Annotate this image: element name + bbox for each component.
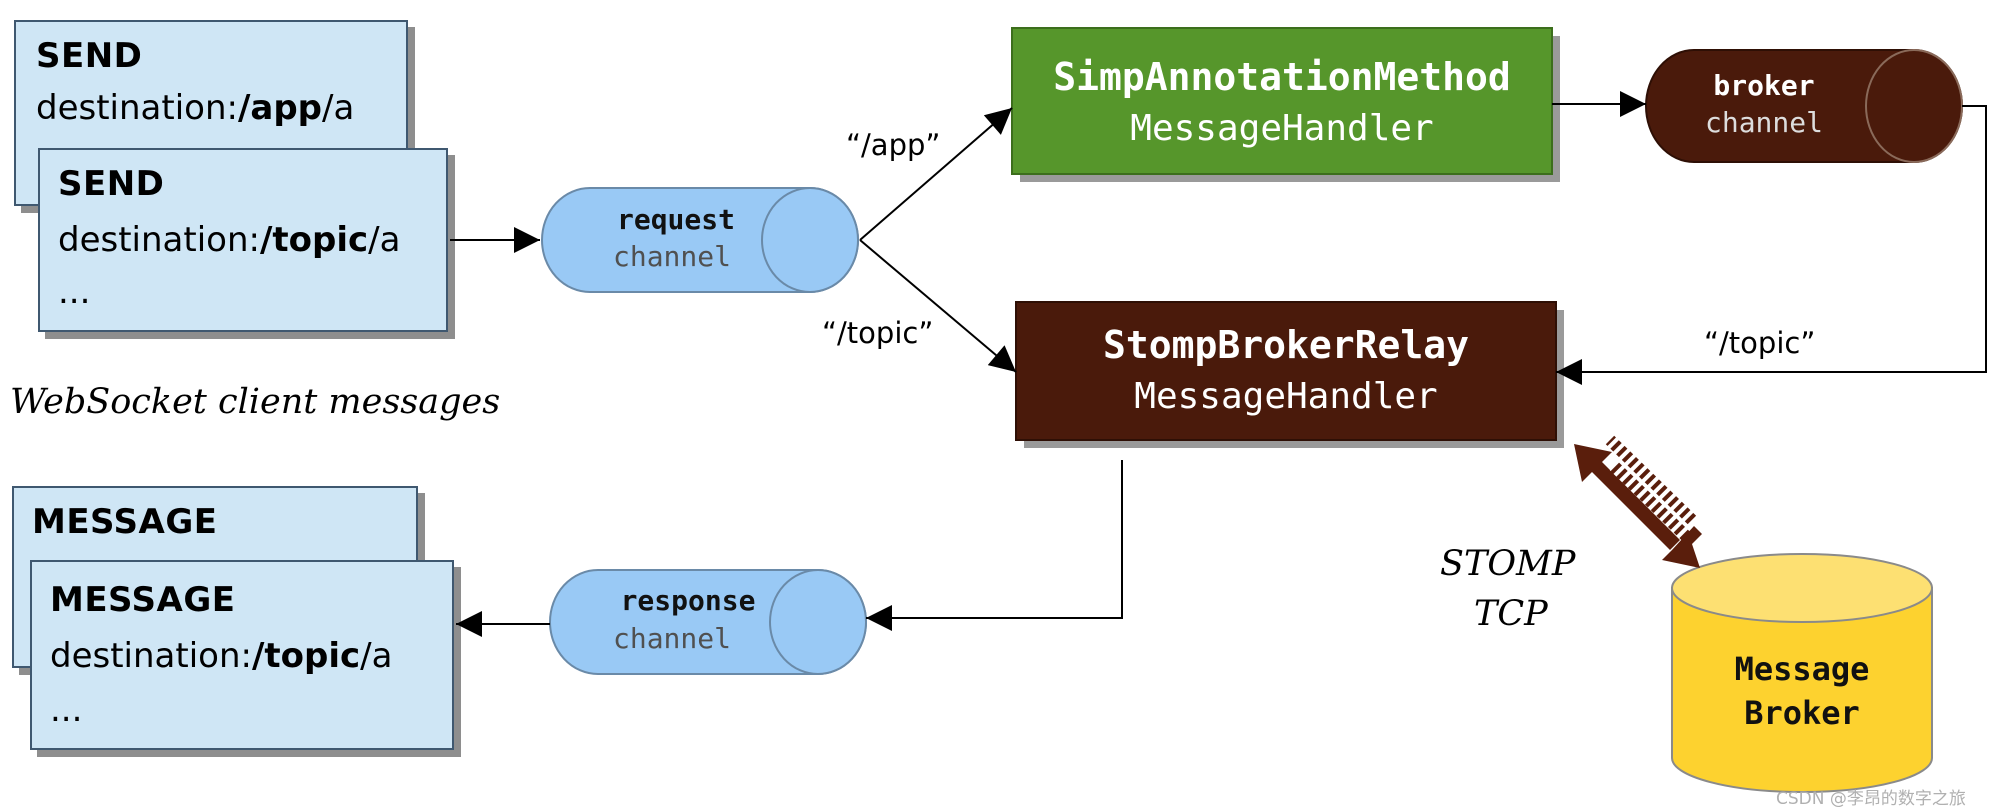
- stomp-broker-relay-handler: StompBrokerRelay MessageHandler: [1015, 301, 1564, 448]
- stomp-tcp-arrows: [1574, 435, 1702, 568]
- message-ellipsis-front: ...: [50, 690, 83, 730]
- send-destination-front: destination:/topic/a: [58, 220, 401, 260]
- send-card-front: SEND destination:/topic/a ...: [38, 148, 448, 332]
- arrow-request-to-simp: [859, 107, 1013, 241]
- tcp-label: TCP: [1474, 594, 1548, 634]
- message-broker-line1: Message: [1735, 650, 1870, 688]
- message-broker-line2: Broker: [1744, 694, 1860, 732]
- message-command-back: MESSAGE: [32, 502, 218, 542]
- stomp-label: STOMP: [1440, 544, 1576, 584]
- relay-handler-subtitle: MessageHandler: [1134, 376, 1437, 417]
- message-destination-front: destination:/topic/a: [50, 636, 393, 676]
- simp-handler-subtitle: MessageHandler: [1130, 108, 1433, 149]
- send-ellipsis-front: ...: [58, 272, 91, 312]
- message-command-front: MESSAGE: [50, 580, 236, 620]
- route-label-topic: “/topic”: [822, 316, 934, 350]
- send-command-front: SEND: [58, 164, 165, 204]
- request-channel-title: request: [617, 203, 735, 236]
- message-card-front: MESSAGE destination:/topic/a ...: [30, 560, 454, 750]
- request-channel: request channel: [541, 187, 859, 293]
- arrow-relay-to-response: [866, 460, 1123, 631]
- response-channel: response channel: [549, 569, 867, 675]
- message-broker-cylinder: Message Broker: [1671, 553, 1933, 793]
- simp-handler-title: SimpAnnotationMethod: [1053, 55, 1511, 99]
- route-label-app: “/app”: [846, 128, 941, 162]
- broker-channel: broker channel: [1645, 49, 1963, 163]
- websocket-caption: WebSocket client messages: [10, 382, 501, 422]
- simp-annotation-handler: SimpAnnotationMethod MessageHandler: [1011, 27, 1560, 182]
- send-destination-back: destination:/app/a: [36, 88, 355, 128]
- arrow-broker-to-relay: [1556, 105, 1987, 385]
- send-command-back: SEND: [36, 36, 143, 76]
- watermark: CSDN @李昂的数字之旅: [1776, 789, 1966, 809]
- route-label-topic-return: “/topic”: [1704, 326, 1816, 360]
- response-channel-subtitle: channel: [613, 622, 731, 655]
- broker-channel-title: broker: [1713, 69, 1814, 102]
- response-channel-title: response: [621, 584, 756, 617]
- relay-handler-title: StompBrokerRelay: [1103, 323, 1469, 367]
- arrow-request-to-relay: [859, 239, 1017, 373]
- broker-channel-subtitle: channel: [1705, 106, 1823, 139]
- request-channel-subtitle: channel: [613, 240, 731, 273]
